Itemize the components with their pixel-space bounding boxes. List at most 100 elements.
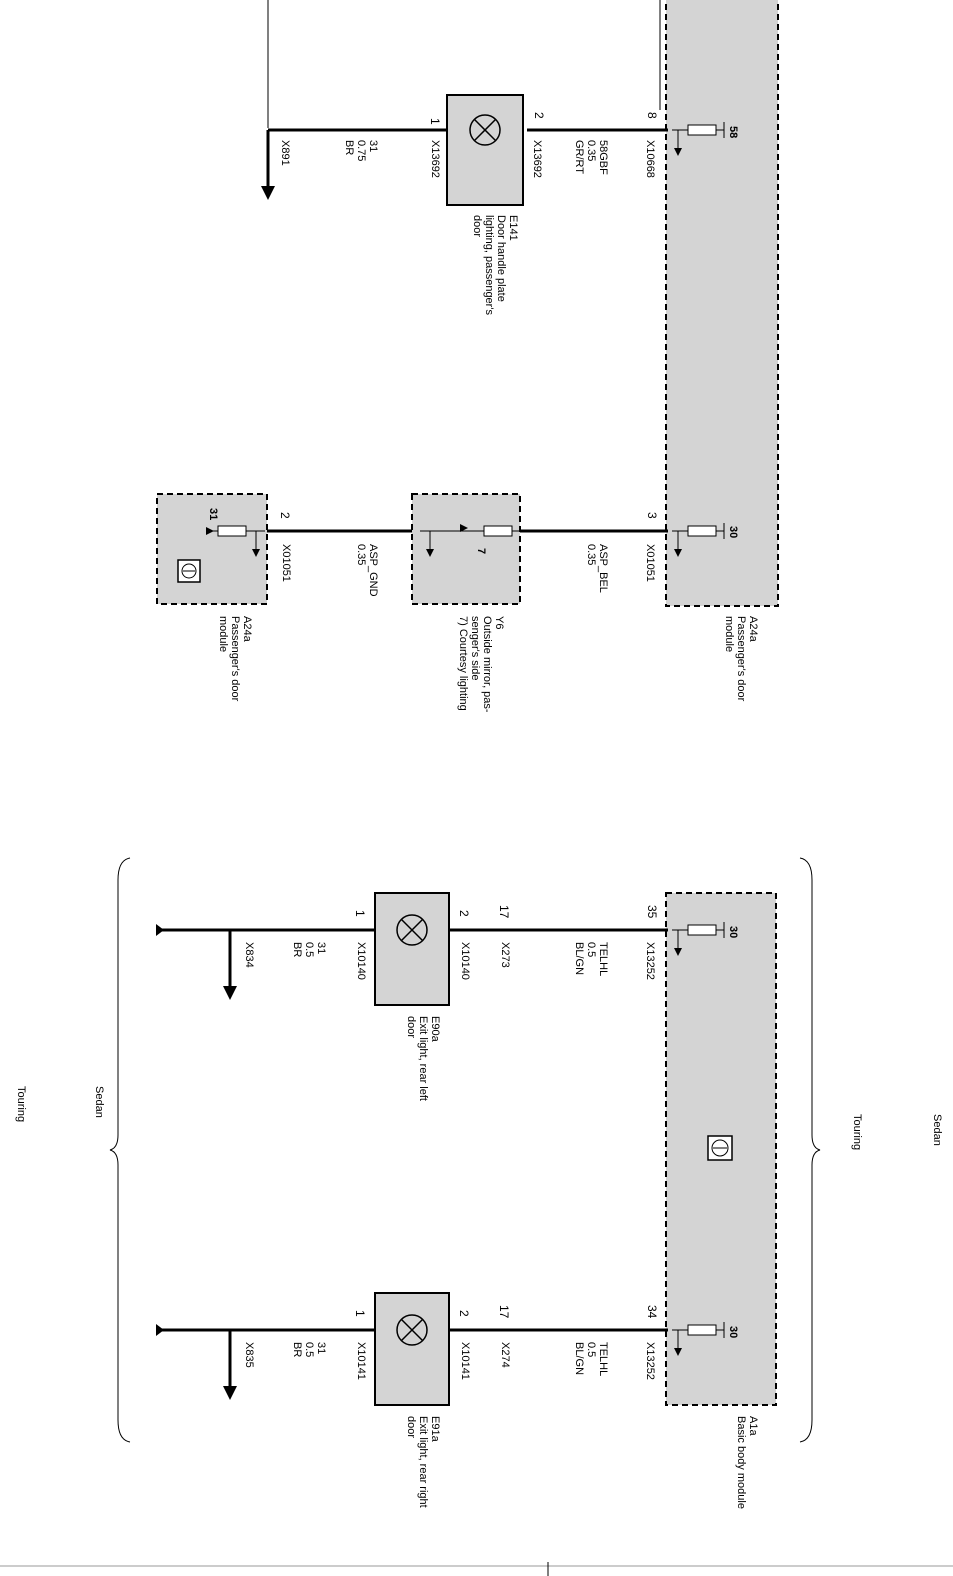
asp-gnd-signal: ASP_GND <box>367 544 379 597</box>
a1a-30-fuse-right <box>672 1322 725 1356</box>
lamp-icon-e91a <box>396 1314 428 1346</box>
asp-bel-gauge: 0.35 <box>585 544 597 565</box>
asp-gnd-gauge: 0.35 <box>355 544 367 565</box>
a24a-upper-name-1: Passenger's door <box>735 616 747 702</box>
variant-sedan-right: Sedan <box>931 1114 943 1146</box>
ground-x834-arrow <box>223 986 237 1000</box>
a1a-pin-30-right: 30 <box>727 1326 739 1338</box>
e90a-signal: TELHL <box>597 942 609 976</box>
ground-x834-label: X834 <box>243 942 255 968</box>
e90a-gnd-signal: 31 <box>315 942 327 954</box>
a24a-lower-id: A24a <box>241 616 253 643</box>
asp-bel-pin: 3 <box>645 512 659 519</box>
variant-touring-right: Touring <box>851 1114 863 1150</box>
e90a-gnd-color: BR <box>291 942 303 957</box>
ground-x835-label: X835 <box>243 1342 255 1368</box>
e90a-pin1: 1 <box>353 910 367 917</box>
e91a-in-pin: 34 <box>645 1305 659 1319</box>
e91a-splice: X274 <box>499 1342 511 1368</box>
a24a-lower-module <box>156 493 268 605</box>
a24a-lower-name-1: Passenger's door <box>229 616 241 702</box>
e91a-color: BL/GN <box>573 1342 585 1375</box>
ground-e141-color: BR <box>343 140 355 155</box>
e90a-pin2: 2 <box>457 910 471 917</box>
a1a-pin-30-left: 30 <box>727 926 739 938</box>
e141-name-2: lighting, passenger's <box>483 215 495 315</box>
asp-gnd-pin: 2 <box>278 512 292 519</box>
a1a-id: A1a <box>747 1416 759 1436</box>
a24a-31-symbol <box>206 525 265 557</box>
e91a-splice-pin: 17 <box>497 1305 511 1319</box>
network-icon-a24a <box>177 559 201 583</box>
a24a-upper-name-2: module <box>723 616 735 652</box>
y6-name-1: Outside mirror, pas- <box>481 616 493 713</box>
ground-x891-label: X891 <box>279 140 291 166</box>
asp-bel-conn: X01051 <box>644 544 656 582</box>
a24a-pin-30: 30 <box>727 526 739 538</box>
e91a-name-2: door <box>405 1416 417 1438</box>
asp-bel-signal: ASP_BEL <box>597 544 609 593</box>
lamp-icon-e90a <box>396 914 428 946</box>
ground-e141-signal: 31 <box>367 140 379 152</box>
a24a-conn-x10668: X10668 <box>644 140 656 178</box>
e91a-wire-end <box>156 1324 164 1336</box>
e141-pin1: 1 <box>428 118 442 125</box>
a24a-upper-module <box>665 0 779 607</box>
y6-name-2: senger's side <box>469 616 481 680</box>
e90a-component <box>374 892 450 1006</box>
e90a-gnd-gauge: 0.5 <box>303 942 315 957</box>
e90a-wire-end <box>156 924 164 936</box>
e90a-conn-right: X10140 <box>459 942 471 980</box>
e90a-conn-left: X10140 <box>355 942 367 980</box>
network-icon-a1a <box>707 1135 733 1161</box>
e141-conn-left: X13692 <box>429 140 441 178</box>
e90a-in-conn: X13252 <box>644 942 656 980</box>
e91a-gnd-signal: 31 <box>315 1342 327 1354</box>
a1a-name: Basic body module <box>735 1416 747 1509</box>
a24a-pin-58: 58 <box>727 126 739 138</box>
brace-right <box>799 857 821 1443</box>
a24a-pin8: 8 <box>645 112 659 119</box>
a24a-upper-id: A24a <box>747 616 759 643</box>
e91a-pin2: 2 <box>457 1310 471 1317</box>
e91a-id: E91a <box>429 1416 441 1443</box>
lamp-icon-e141 <box>469 114 501 146</box>
e90a-splice-pin: 17 <box>497 905 511 919</box>
brace-left <box>109 857 131 1443</box>
a24a-58-fuse-symbol <box>672 122 725 156</box>
asp-gnd-conn: X01051 <box>280 544 292 582</box>
e141-name-1: Door handle plate <box>495 215 507 302</box>
e90a-id: E90a <box>429 1016 441 1043</box>
e141-conn-right: X13692 <box>531 140 543 178</box>
e90a-name-1: Exit light, rear left <box>417 1016 429 1101</box>
e90a-color: BL/GN <box>573 942 585 975</box>
e90a-gauge: 0.5 <box>585 942 597 957</box>
y6-lamp-symbol <box>420 524 520 557</box>
y6-name-3: 7) Courtesy lighting <box>457 616 469 711</box>
wire-58gbf-color: GR/RT <box>573 140 585 174</box>
e90a-in-pin: 35 <box>645 905 659 919</box>
e91a-gnd-gauge: 0.5 <box>303 1342 315 1357</box>
variant-sedan-left: Sedan <box>93 1086 105 1118</box>
e141-name-3: door <box>471 215 483 237</box>
wire-58gbf-gauge: 0.35 <box>585 140 597 161</box>
y6-id: Y6 <box>493 616 505 629</box>
a24a-pin-31: 31 <box>207 508 219 520</box>
e91a-conn-right: X10141 <box>459 1342 471 1380</box>
y6-pin: 7 <box>475 548 487 554</box>
y6-component <box>411 493 521 605</box>
e91a-gauge: 0.5 <box>585 1342 597 1357</box>
e91a-gnd-color: BR <box>291 1342 303 1357</box>
ground-x891-arrow <box>261 186 275 200</box>
e141-component <box>446 94 524 206</box>
e91a-conn-left: X10141 <box>355 1342 367 1380</box>
a24a-30-fuse-symbol <box>672 523 725 557</box>
wire-58gbf-signal: 58GBF <box>597 140 609 175</box>
e90a-name-2: door <box>405 1016 417 1038</box>
e91a-signal: TELHL <box>597 1342 609 1376</box>
a1a-30-fuse-left <box>672 922 725 956</box>
ground-e141-gauge: 0.75 <box>355 140 367 161</box>
e141-pin2: 2 <box>532 112 546 119</box>
e91a-component <box>374 1292 450 1406</box>
